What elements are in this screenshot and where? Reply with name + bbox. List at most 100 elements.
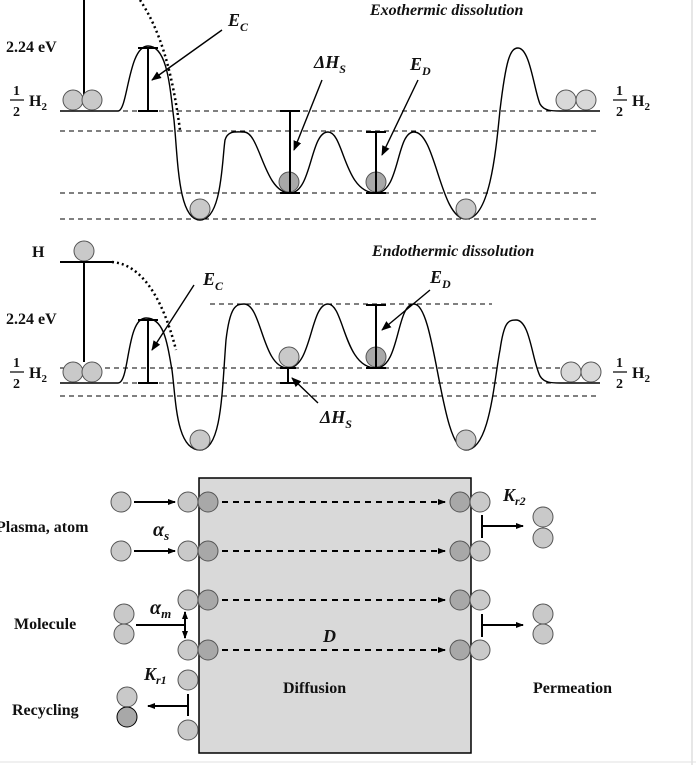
permeated-molecule-atom xyxy=(532,506,554,528)
diffusion-coefficient-label: D xyxy=(322,626,336,646)
h2-atom xyxy=(81,361,103,383)
svg-text:H2: H2 xyxy=(29,93,47,113)
permeated-molecule-atom xyxy=(532,603,554,625)
svg-text:1: 1 xyxy=(616,356,623,371)
half-h2-left: 1 2 H2 xyxy=(10,84,47,120)
recycling-atom xyxy=(177,669,199,691)
svg-text:1: 1 xyxy=(13,84,20,99)
ed-pointer xyxy=(381,289,431,331)
half-h2-left: 1 2 H2 xyxy=(10,356,47,392)
h-atom xyxy=(189,198,211,220)
recycled-molecule-atom xyxy=(116,686,138,708)
surface-atom xyxy=(177,540,199,562)
dhs-bracket xyxy=(280,367,296,384)
h-atom xyxy=(189,429,211,451)
ed-label: ED xyxy=(409,54,431,78)
svg-text:2: 2 xyxy=(616,377,623,392)
recycling-label: Recycling xyxy=(12,702,79,719)
svg-text:H2: H2 xyxy=(29,365,47,385)
diffusion-arrows xyxy=(222,499,446,653)
exothermic-title: Exothermic dissolution xyxy=(369,2,523,19)
h2-atom xyxy=(580,361,602,383)
ec-pointer xyxy=(151,29,223,81)
dotted-atom-curve xyxy=(111,260,178,351)
h2-atom xyxy=(81,89,103,111)
surface-atom xyxy=(197,639,219,661)
permeated-molecule-atom xyxy=(532,527,554,549)
permeated-molecule-atom xyxy=(532,623,554,645)
svg-text:H2: H2 xyxy=(632,365,650,385)
recycling-atom xyxy=(177,719,199,741)
surface-atom xyxy=(197,491,219,513)
svg-text:1: 1 xyxy=(616,84,623,99)
svg-text:H2: H2 xyxy=(632,93,650,113)
kr1-label: Kr1 xyxy=(143,664,167,687)
incident-atom xyxy=(110,491,132,513)
permeation-label: Permeation xyxy=(533,680,612,697)
surface-atom xyxy=(449,540,471,562)
alpha-s-label: αs xyxy=(153,519,169,543)
dhs-pointer xyxy=(291,377,319,404)
h2-atom xyxy=(62,89,84,111)
h2-atom xyxy=(62,361,84,383)
diffusion-label: Diffusion xyxy=(283,680,346,697)
ed-pointer xyxy=(381,79,419,156)
kr2-label: Kr2 xyxy=(502,485,526,508)
h-atom xyxy=(73,240,95,262)
surface-atom xyxy=(197,540,219,562)
molecule-label: Molecule xyxy=(14,616,76,633)
h2-atom xyxy=(560,361,582,383)
surface-atom xyxy=(469,491,491,513)
endothermic-panel: Endothermic dissolution H xyxy=(6,240,650,451)
reference-lines xyxy=(60,110,600,220)
barrier-energy-label: 2.24 eV xyxy=(6,39,57,56)
barrier-energy-label: 2.24 eV xyxy=(6,311,57,328)
surface-atom xyxy=(449,639,471,661)
ec-pointer xyxy=(151,284,195,351)
h-atom xyxy=(278,346,300,368)
ec-bracket xyxy=(138,47,158,112)
surface-atom xyxy=(469,639,491,661)
incident-atom xyxy=(110,540,132,562)
surface-atom xyxy=(197,589,219,611)
permeation-panel: Plasma, atom Molecule Recycling αs αm Kr… xyxy=(0,477,612,754)
surface-atom xyxy=(177,491,199,513)
svg-text:2: 2 xyxy=(13,377,20,392)
membrane-block xyxy=(198,477,472,754)
h-atom xyxy=(455,429,477,451)
ec-bracket xyxy=(138,319,158,384)
h2-atom xyxy=(575,89,597,111)
exothermic-potential-curve xyxy=(60,45,600,221)
surface-atom xyxy=(469,589,491,611)
dhs-bracket xyxy=(280,110,300,194)
half-h2-right: 1 2 H2 xyxy=(613,356,650,392)
endothermic-title: Endothermic dissolution xyxy=(371,243,534,260)
surface-atom xyxy=(177,589,199,611)
ed-bracket xyxy=(366,131,386,194)
ec-label: EC xyxy=(227,10,249,34)
ed-label: ED xyxy=(429,267,451,291)
half-h2-right: 1 2 H2 xyxy=(613,84,650,120)
svg-text:1: 1 xyxy=(13,356,20,371)
dhs-pointer xyxy=(293,79,323,151)
h-atom xyxy=(455,198,477,220)
surface-atom xyxy=(449,589,471,611)
dhs-label: ΔHS xyxy=(319,407,352,431)
incident-molecule-atom xyxy=(113,603,135,625)
svg-text:2: 2 xyxy=(13,105,20,120)
exothermic-panel: Exothermic dissolution xyxy=(6,0,650,221)
surface-atom xyxy=(177,639,199,661)
surface-atom xyxy=(449,491,471,513)
dhs-label: ΔHS xyxy=(313,52,346,76)
h2-atom xyxy=(555,89,577,111)
plasma-atom-label: Plasma, atom xyxy=(0,519,89,536)
incident-molecule-atom xyxy=(113,623,135,645)
ed-bracket xyxy=(366,304,386,369)
svg-text:2: 2 xyxy=(616,105,623,120)
alpha-m-label: αm xyxy=(150,597,171,621)
recycled-molecule-atom xyxy=(116,706,138,728)
ec-label: EC xyxy=(202,269,224,293)
surface-atom xyxy=(469,540,491,562)
atom-h-label: H xyxy=(32,244,45,261)
